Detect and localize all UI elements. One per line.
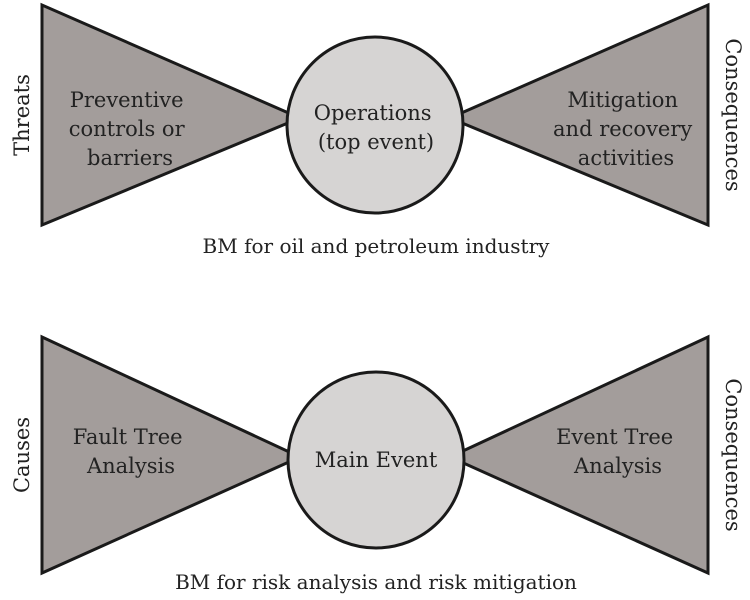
- left-wing-triangle: [40, 2, 304, 228]
- left-box-text: Fault Tree Analysis: [73, 425, 190, 478]
- right-wing-triangle: [446, 2, 710, 228]
- center-event-circle: [285, 35, 465, 215]
- left-wing-triangle: [40, 334, 304, 576]
- right-side-label: Consequences: [721, 378, 745, 531]
- diagram-caption: BM for oil and petroleum industry: [203, 234, 551, 258]
- right-box-text: Event Tree Analysis: [556, 425, 680, 478]
- center-event-text: Main Event: [315, 448, 438, 472]
- left-side-label: Threats: [10, 74, 34, 156]
- right-wing-triangle: [446, 334, 710, 576]
- right-side-label: Consequences: [721, 38, 745, 191]
- center-event-text: Operations (top event): [314, 101, 438, 154]
- left-side-label: Causes: [10, 417, 34, 493]
- left-box-text: Preventive controls or barriers: [69, 88, 192, 170]
- bowtie-diagram-risk-analysis: Causes Consequences Fault Tree Analysis …: [10, 334, 745, 594]
- center-event-circle: [286, 370, 466, 550]
- right-box-text: Mitigation and recovery activities: [553, 88, 699, 170]
- bowtie-diagram-oil-petroleum: Threats Consequences Preventive controls…: [10, 2, 745, 258]
- diagram-caption: BM for risk analysis and risk mitigation: [175, 570, 577, 594]
